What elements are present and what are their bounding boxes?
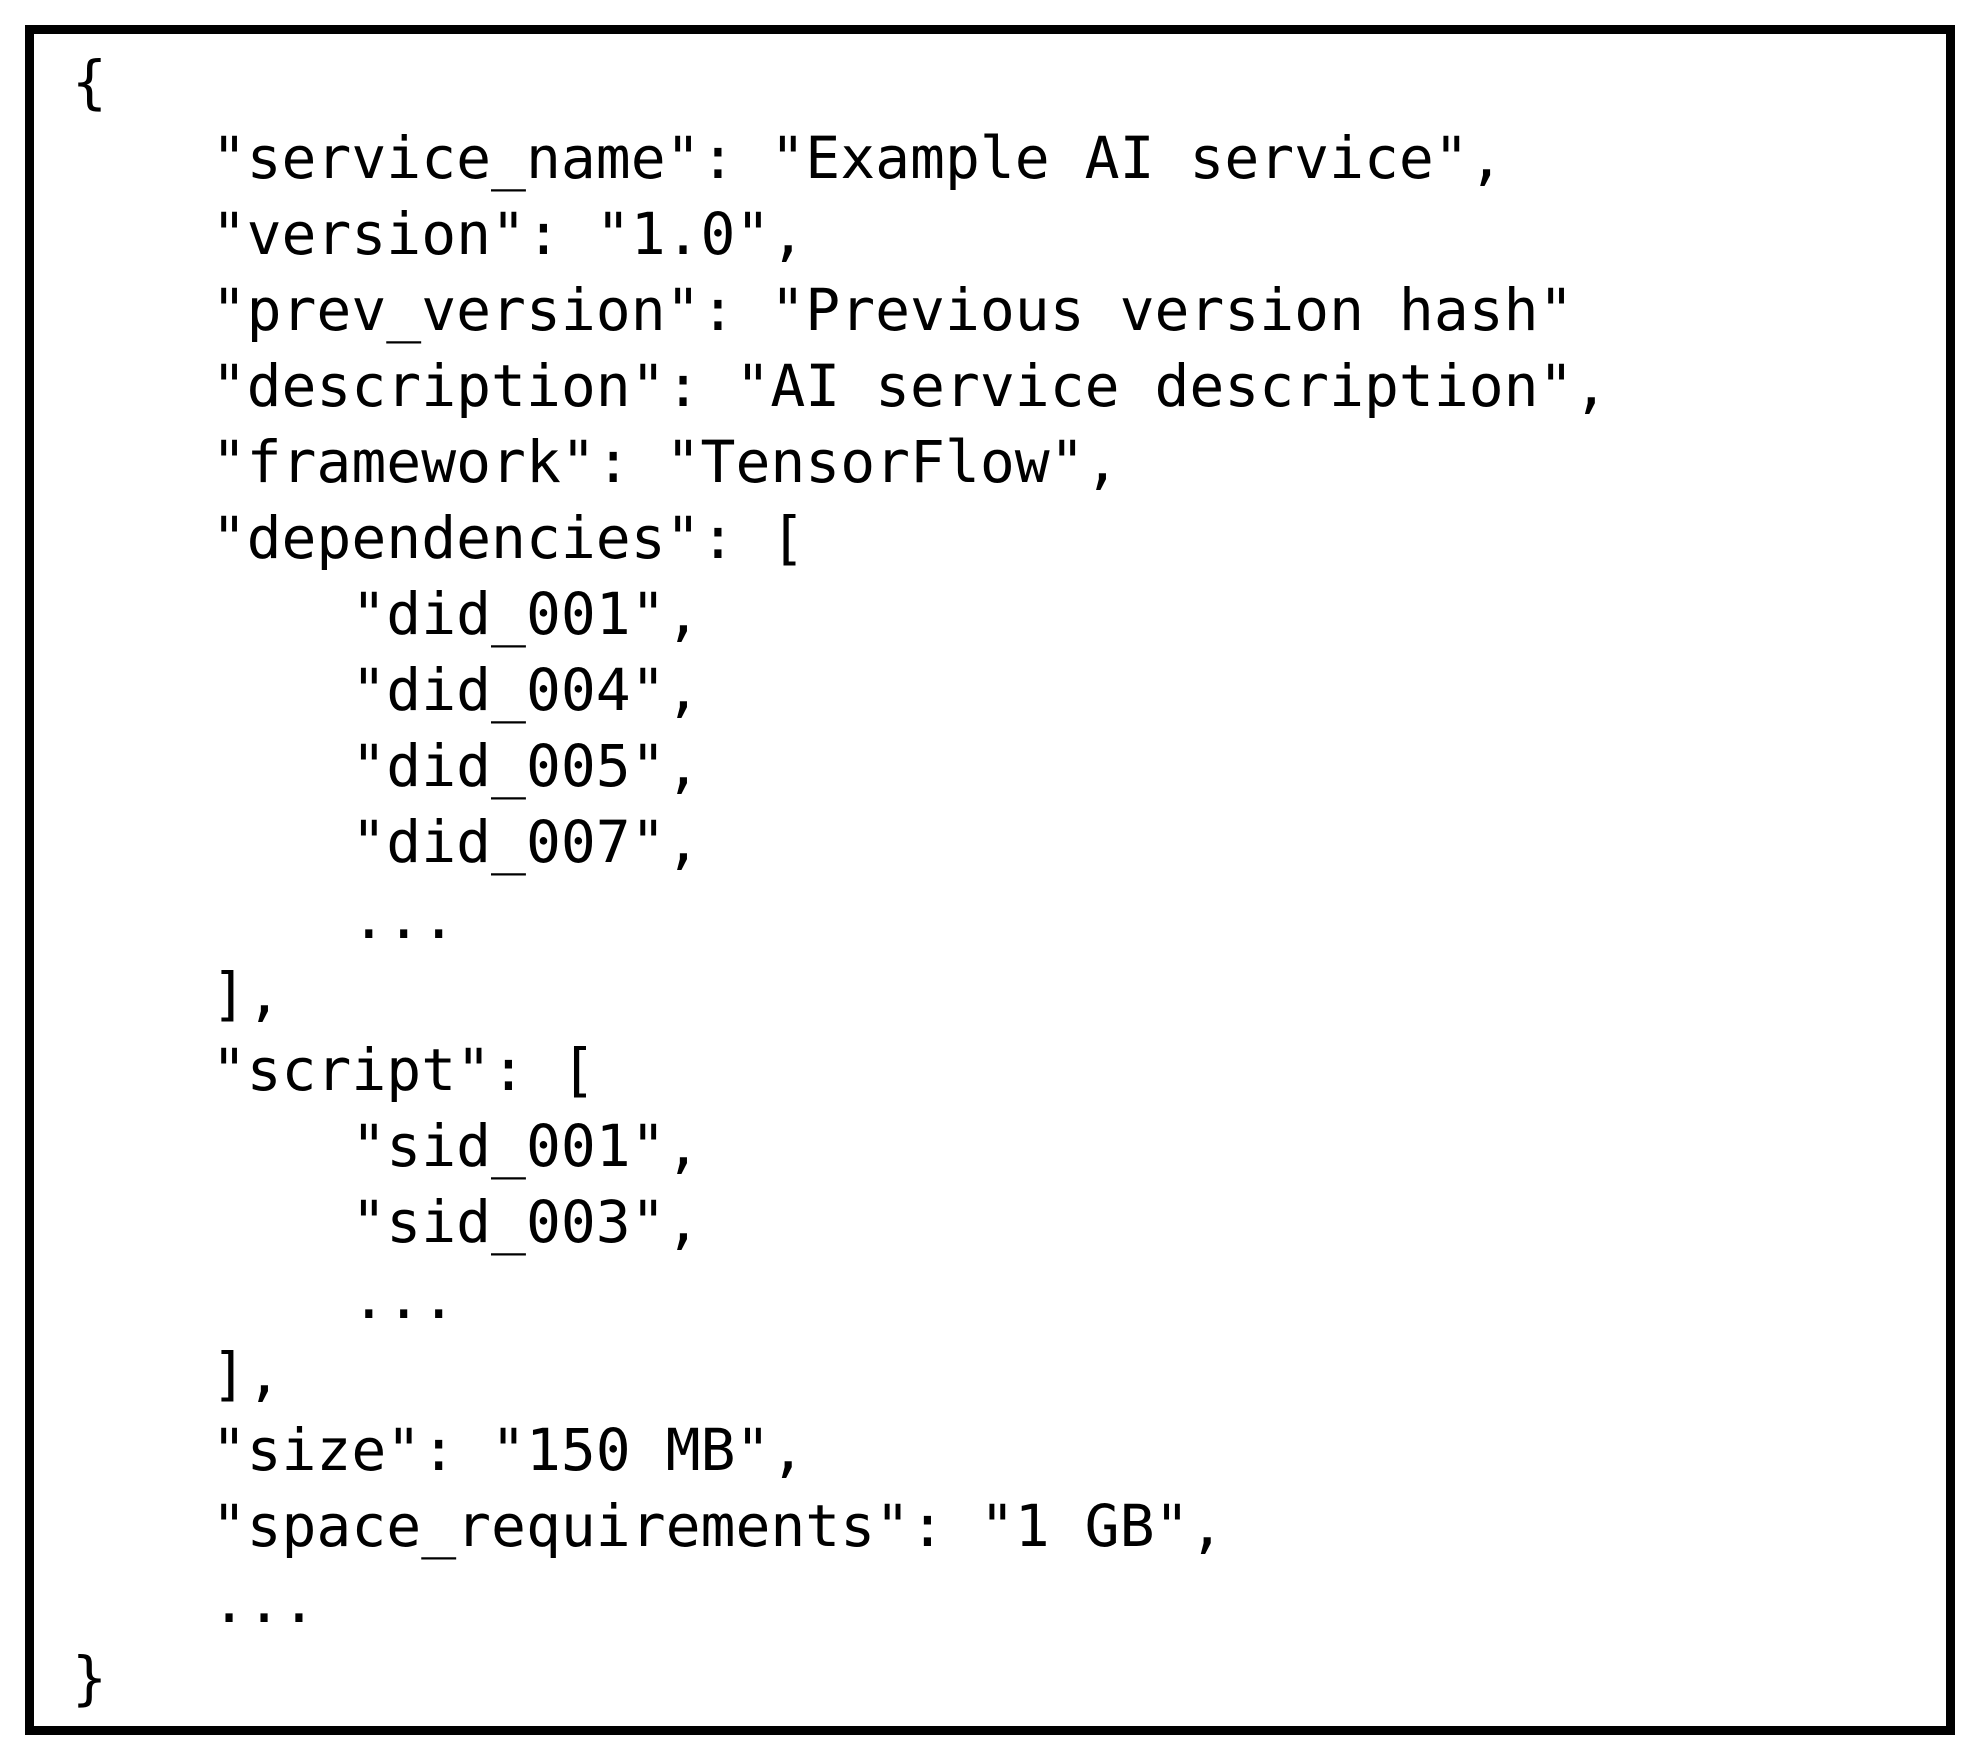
json-code-block: { "service_name": "Example AI service", … bbox=[72, 48, 1609, 1712]
code-listing-frame: { "service_name": "Example AI service", … bbox=[25, 25, 1955, 1735]
